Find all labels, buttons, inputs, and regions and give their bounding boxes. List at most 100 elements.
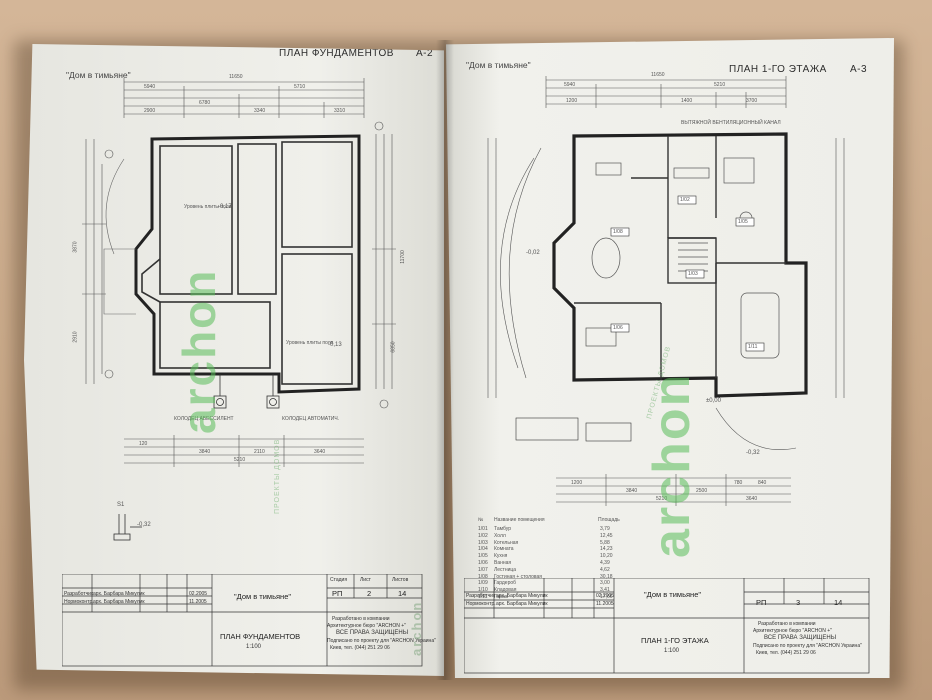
right-dim-top-e: 3700 — [746, 98, 758, 104]
dim-bottom-a: 120 — [139, 441, 148, 447]
room-schedule-area: 3,41 — [600, 587, 610, 594]
room-tag-1: 1/08 — [613, 229, 623, 235]
room-schedule-name: Кладовая — [494, 587, 517, 594]
left-tb-rights: ВСЕ ПРАВА ЗАЩИЩЕНЫ — [336, 630, 409, 636]
pit-label: КОЛОДЕЦ АБЕССИЛЕНТ — [174, 416, 234, 422]
room-tag-2: 1/02 — [680, 197, 690, 203]
left-tb-col-stage: Стадия — [330, 577, 348, 583]
right-dim-bottom-c: 2500 — [696, 488, 708, 494]
left-tb-sheet: 2 — [367, 589, 372, 598]
dim-top-a: 5940 — [144, 84, 156, 90]
right-sheet-title: ПЛАН 1-ГО ЭТАЖА — [729, 64, 827, 75]
room-schedule-name: Комната — [494, 546, 514, 553]
level-c: -0,32 — [137, 522, 151, 528]
room-schedule-num: 1/02 — [478, 532, 488, 539]
level-a: -0,17 — [218, 204, 232, 210]
room-tag-3: 1/05 — [738, 219, 748, 225]
level-label-a: Уровень плиты пола — [184, 204, 232, 210]
dim-right-a: 11700 — [399, 250, 406, 264]
right-dim-bottom-a: 1200 — [571, 480, 583, 486]
right-dim-bottom-g: 5210 — [656, 496, 668, 502]
right-dim-bottom-f: 3640 — [746, 496, 758, 502]
right-tb-note-3: Подписано по проекту для "ARCHON Украина… — [753, 643, 862, 649]
left-tb-role-1: Разработчик — [64, 591, 94, 597]
foundation-plan-drawing — [82, 78, 396, 541]
left-tb-author-2: арх. Барбара Микулик — [93, 599, 145, 605]
left-title-block-frame — [62, 574, 423, 667]
right-tb-role-1: Разработчик — [466, 593, 496, 599]
room-schedule-name: Котельная — [494, 539, 519, 546]
left-page: ПЛАН ФУНДАМЕНТОВ А-2 "Дом в тимьяне" — [24, 44, 444, 676]
right-tb-role-2: Нормоконтр. — [466, 601, 496, 607]
room-schedule-col-name: Название помещения — [494, 517, 545, 523]
right-tb-sheet: 3 — [796, 598, 801, 607]
left-tb-date-1: 02.2005 — [189, 591, 208, 597]
room-schedule-name: Лестница — [494, 566, 517, 573]
floor-plan-drawing — [487, 76, 845, 506]
room-schedule-name: Холл — [494, 532, 506, 539]
left-tb-col-sheets: Листов — [392, 577, 409, 583]
right-dim-top-b: 5210 — [714, 82, 726, 88]
room-tag-4: 1/03 — [688, 271, 698, 277]
watermark-subtext: ПРОЕКТЫ ДОМОВ — [274, 438, 281, 514]
room-schedule-area: 12,45 — [600, 532, 613, 539]
right-tb-phone: Киев, тел. (044) 251 29 06 — [756, 650, 816, 656]
dim-top-d: 2900 — [144, 108, 156, 114]
dim-top-f: 3310 — [334, 108, 346, 114]
room-schedule-area: 3,00 — [600, 580, 610, 587]
right-dim-bottom-e: 840 — [758, 480, 767, 486]
right-project-name: "Дом в тимьяне" — [466, 60, 531, 70]
dim-bottom-d: 5210 — [234, 457, 246, 463]
left-tb-note-3: Подписано по проекту для "ARCHON Украина… — [327, 638, 436, 644]
dim-bottom-c: 2110 — [254, 449, 265, 455]
room-tag-5: 1/11 — [748, 344, 758, 350]
dim-top-e: 3340 — [254, 108, 266, 114]
room-schedule-num: 1/05 — [478, 553, 488, 560]
room-schedule-num: 1/11 — [478, 594, 488, 600]
room-schedule-area: 3,79 — [600, 526, 610, 532]
dim-left-a: 3870 — [72, 241, 79, 253]
right-dim-top-total: 11650 — [651, 72, 665, 78]
room-schedule-num: 1/04 — [478, 546, 488, 553]
section-mark: S1 — [117, 502, 125, 508]
right-tb-scale: 1:100 — [664, 648, 680, 654]
left-tb-col-sheet: Лист — [360, 577, 371, 583]
right-level-a: -0,02 — [526, 250, 540, 256]
left-sheet-code: А-2 — [416, 48, 434, 59]
room-schedule-name: Гостиная + столовая — [494, 573, 542, 580]
room-schedule-area: 5,88 — [600, 539, 610, 546]
left-tb-note-2: Архитектурное бюро "ARCHON +" — [327, 623, 406, 629]
dim-top-b: 5710 — [294, 84, 306, 90]
dim-bottom-b: 3840 — [199, 449, 211, 455]
right-tb-stage: РП — [756, 598, 767, 607]
room-schedule-name: Ванная — [494, 560, 512, 566]
right-dim-top-d: 1200 — [566, 98, 578, 104]
room-schedule-num: 1/08 — [478, 573, 488, 580]
left-tb-phone: Киев, тел. (044) 251 29 06 — [330, 645, 390, 651]
left-tb-note-1: Разработано в компании — [332, 616, 390, 622]
room-schedule-num: 1/09 — [478, 580, 488, 587]
room-schedule-name: Гараж — [494, 594, 509, 600]
right-tb-sheets: 14 — [834, 598, 843, 607]
watermark-logo: archon — [173, 268, 225, 434]
right-tb-date-2: 11.2005 — [596, 601, 614, 607]
left-tb-sheets: 14 — [398, 589, 407, 598]
right-tb-author-1: арх. Барбара Микулик — [496, 593, 548, 599]
left-tb-stage: РП — [332, 589, 343, 598]
level-b: -0,13 — [328, 342, 342, 348]
left-tb-project-name: "Дом в тимьяне" — [234, 592, 292, 601]
left-tb-role-2: Нормоконтр. — [64, 599, 94, 605]
right-tb-author-2: арх. Барбара Микулик — [496, 601, 548, 607]
right-level-b: -0,32 — [746, 450, 760, 456]
right-title-block-frame — [464, 578, 870, 674]
dim-right-b: 6850 — [390, 341, 397, 353]
room-schedule-name: Кухня — [494, 553, 508, 560]
room-schedule-area: 4,62 — [600, 566, 610, 573]
left-project-name: "Дом в тимьяне" — [66, 70, 131, 80]
dim-top-c: 6780 — [199, 100, 211, 106]
dim-top-total: 11650 — [229, 74, 243, 80]
room-schedule-name: Гардероб — [494, 580, 516, 587]
right-dim-top-a: 5940 — [564, 82, 576, 88]
room-schedule-area: 30,18 — [600, 573, 613, 580]
